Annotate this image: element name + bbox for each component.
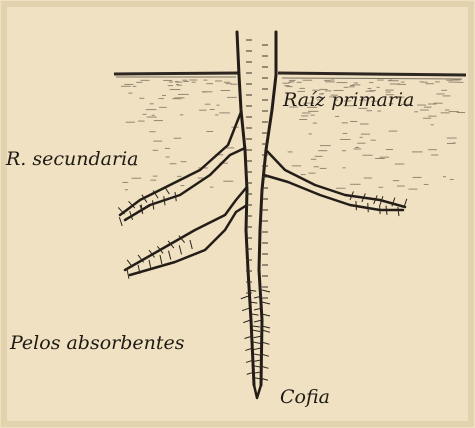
primary-root-label: Raíz primaria (283, 91, 414, 110)
secondary-root-label: R. secundaria (6, 150, 138, 169)
root-cap-label: Cofia (280, 388, 330, 407)
root-hairs-label: Pelos absorbentes (10, 334, 185, 353)
